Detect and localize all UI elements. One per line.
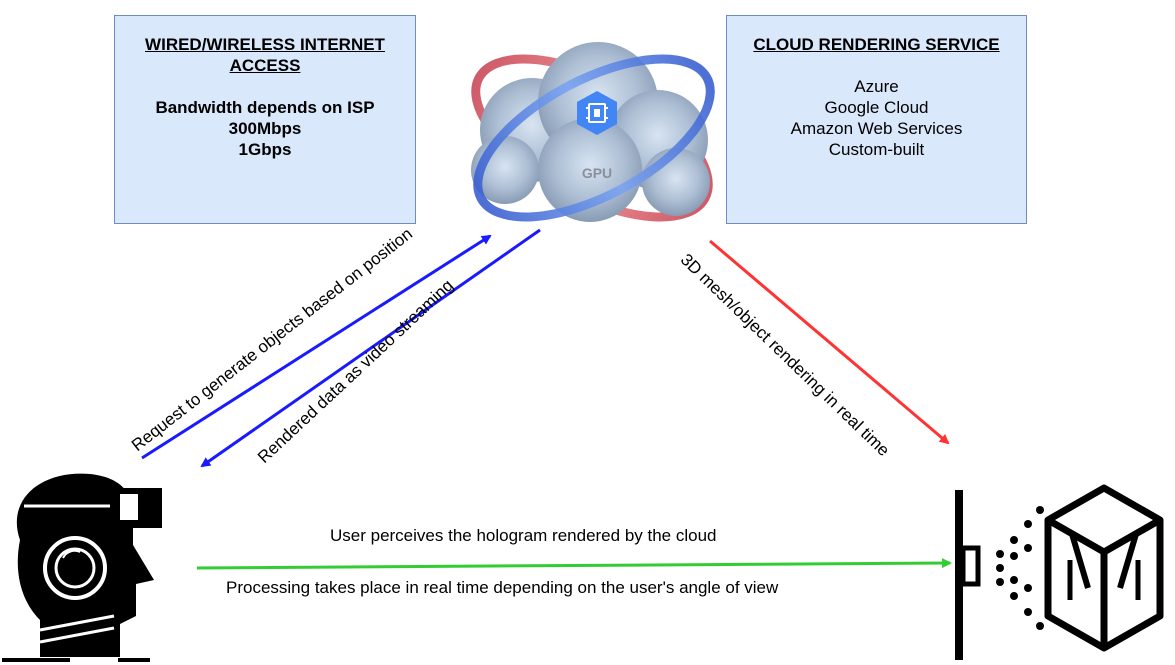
rendered-arrow xyxy=(200,228,541,468)
bandwidth-1gbps: 1Gbps xyxy=(238,140,292,159)
perceive-arrow xyxy=(196,558,952,570)
internet-box-title-line1: WIRED/WIRELESS INTERNET xyxy=(145,35,385,54)
provider-aws: Amazon Web Services xyxy=(790,119,963,138)
bandwidth-300mbps: 300Mbps xyxy=(228,119,302,138)
mesh-arrow xyxy=(709,239,950,445)
cloud-icon xyxy=(471,42,715,222)
provider-azure: Azure xyxy=(854,77,899,96)
provider-custom: Custom-built xyxy=(828,140,925,159)
perceive-label: User perceives the hologram rendered by … xyxy=(330,526,717,545)
gpu-label: GPU xyxy=(582,165,612,181)
hologram-cube-icon xyxy=(955,484,1164,660)
vr-headset-user-icon xyxy=(2,473,162,662)
internet-box-title-line2: ACCESS xyxy=(229,56,301,75)
gpu-chip-icon xyxy=(577,91,617,135)
cloud-box-title: CLOUD RENDERING SERVICE xyxy=(753,35,1000,54)
internet-access-box: WIRED/WIRELESS INTERNET ACCESS Bandwidth… xyxy=(114,15,416,224)
request-arrow xyxy=(141,234,492,460)
cloud-rendering-box: CLOUD RENDERING SERVICE Azure Google Clo… xyxy=(726,15,1027,224)
bandwidth-text: Bandwidth depends on ISP xyxy=(155,98,375,117)
provider-google-cloud: Google Cloud xyxy=(824,98,929,117)
processing-label: Processing takes place in real time depe… xyxy=(226,578,779,597)
